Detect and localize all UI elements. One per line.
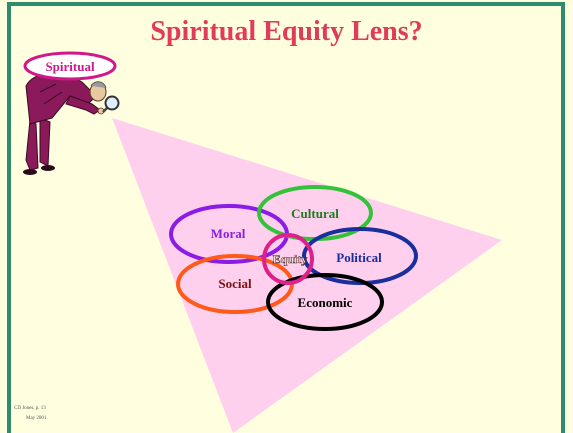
spiritual-tag: Spiritual bbox=[23, 51, 117, 81]
moral-label: Moral bbox=[211, 226, 246, 241]
equity-diagram: Moral Cultural Social Equity Political E… bbox=[169, 185, 418, 331]
slide-footer: CD Jones, p. 13 May 2001 bbox=[14, 404, 46, 424]
economic-circle bbox=[266, 273, 384, 331]
slide-title: Spiritual Equity Lens? bbox=[150, 16, 423, 47]
spiritual-tag-ellipse bbox=[23, 51, 117, 81]
political-circle bbox=[302, 227, 418, 285]
political-label: Political bbox=[336, 250, 382, 265]
economic-label: Economic bbox=[298, 295, 353, 310]
footer-author: CD Jones, p. 13 bbox=[14, 406, 46, 411]
cultural-label: Cultural bbox=[291, 206, 339, 221]
spiritual-tag-label: Spiritual bbox=[45, 59, 95, 74]
social-label: Social bbox=[218, 276, 252, 291]
equity-circle bbox=[262, 233, 314, 285]
equity-label: Equity bbox=[273, 252, 308, 266]
footer-date: May 2001 bbox=[26, 416, 47, 421]
